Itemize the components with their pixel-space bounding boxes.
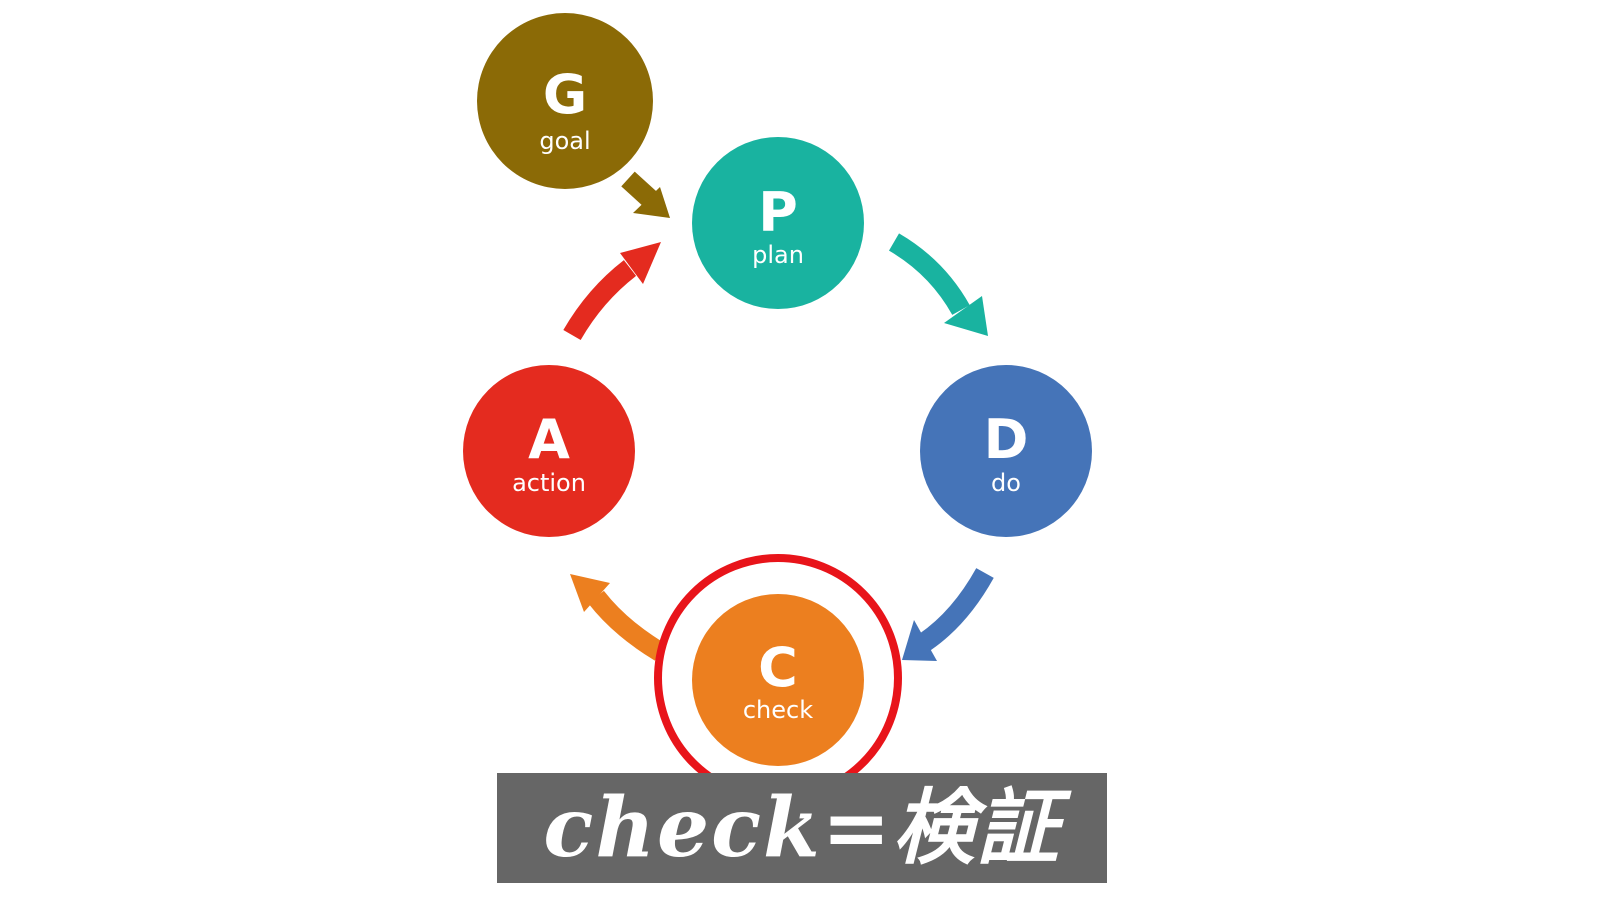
node-goal: G goal (477, 13, 653, 189)
arrow-action-to-plan (563, 242, 661, 341)
node-action-letter: A (528, 408, 570, 471)
arrow-do-to-check (902, 568, 994, 661)
arrow-goal-to-plan (621, 171, 670, 218)
node-action-label: action (512, 469, 586, 497)
node-plan-label: plan (752, 241, 804, 269)
node-do-letter: D (984, 408, 1029, 471)
arrow-plan-to-do (888, 233, 988, 336)
node-plan: P plan (692, 137, 864, 309)
arrow-check-to-action (570, 574, 666, 661)
node-plan-letter: P (758, 181, 798, 244)
node-check: C check (692, 594, 864, 766)
caption-box: check=検証 (497, 773, 1107, 883)
node-goal-label: goal (539, 127, 590, 155)
caption-text: check=検証 (543, 780, 1061, 876)
node-do: D do (920, 365, 1092, 537)
node-action: A action (463, 365, 635, 537)
node-do-label: do (991, 469, 1021, 497)
node-check-letter: C (758, 636, 798, 699)
node-goal-letter: G (543, 63, 587, 126)
node-check-label: check (743, 696, 813, 724)
